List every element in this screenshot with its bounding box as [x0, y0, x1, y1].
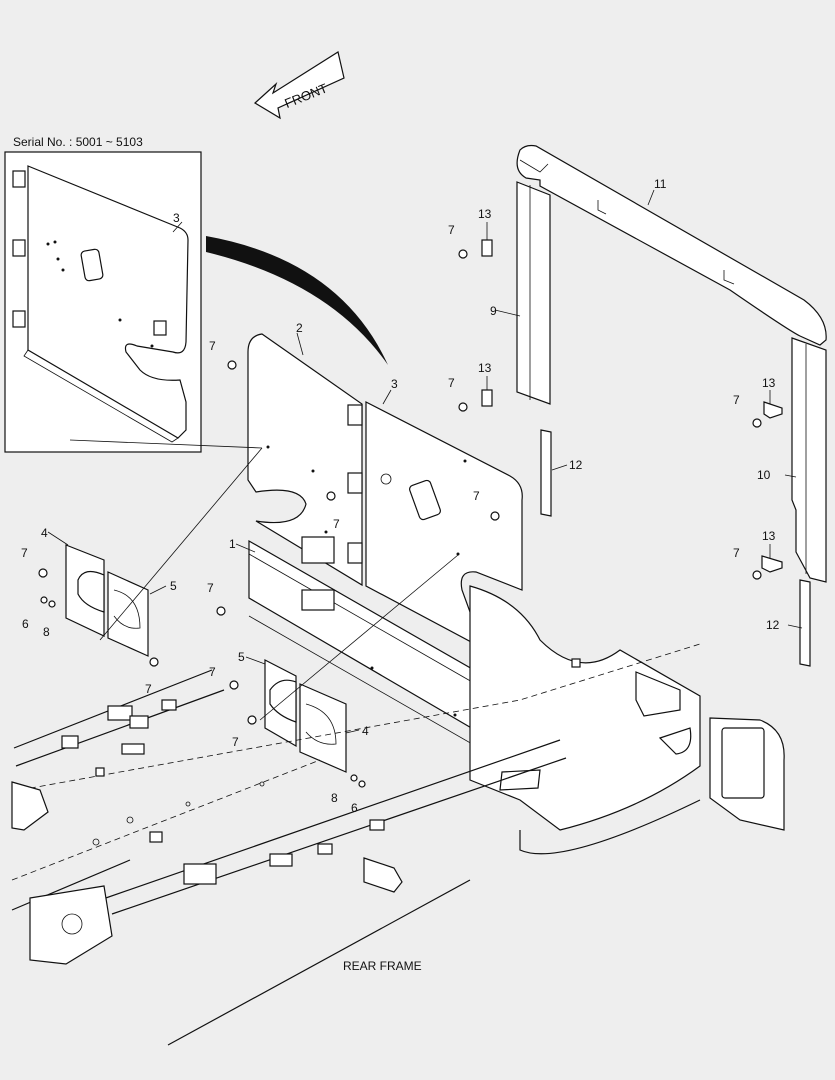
callout-7-c: 7: [473, 489, 480, 503]
callout-5-upper: 5: [170, 579, 177, 593]
callout-8-upper: 8: [43, 625, 50, 639]
panel-3: [347, 401, 523, 669]
callout-6-lower: 6: [351, 801, 358, 815]
callout-4-upper: 4: [41, 526, 48, 540]
rear-frame-label: REAR FRAME: [343, 959, 422, 973]
callout-9: 9: [490, 304, 497, 318]
callout-13-d: 13: [762, 529, 776, 543]
panel-2: [247, 333, 363, 587]
callout-7-h: 7: [21, 546, 28, 560]
callout-7-d: 7: [448, 223, 455, 237]
cushion-left-lower: [264, 659, 347, 773]
rubber-bar-10: [791, 337, 827, 583]
callout-11: 11: [654, 177, 667, 191]
callout-7-j: 7: [145, 682, 152, 696]
callout-1: 1: [229, 537, 236, 551]
callout-13-b: 13: [478, 361, 492, 375]
rubber-strip-12-upper: [540, 429, 552, 517]
callout-7-i: 7: [207, 581, 214, 595]
callout-10: 10: [757, 468, 771, 482]
bolts: [38, 249, 762, 788]
cushion-left-upper: [65, 544, 149, 657]
clips-13: [481, 239, 783, 573]
front-arrow: FRONT: [253, 51, 345, 120]
callout-6-upper: 6: [22, 617, 29, 631]
serial-inset: [4, 151, 202, 453]
callout-2: 2: [296, 321, 303, 335]
callout-4-lower: 4: [362, 724, 369, 738]
callout-3: 3: [391, 377, 398, 391]
serial-label: Serial No. : 5001 ~ 5103: [13, 135, 143, 149]
callout-12-lower: 12: [766, 618, 780, 632]
callout-7-f: 7: [733, 393, 740, 407]
callout-5-lower: 5: [238, 650, 245, 664]
callout-7-b: 7: [333, 517, 340, 531]
inset-pointer-arc: [206, 236, 388, 365]
callout-8-lower: 8: [331, 791, 338, 805]
callout-7-k: 7: [209, 665, 216, 679]
leader-lines: [47, 189, 803, 734]
callout-3-inset: 3: [173, 211, 180, 225]
callout-7-a: 7: [209, 339, 216, 353]
callout-7-e: 7: [448, 376, 455, 390]
callout-7-g: 7: [733, 546, 740, 560]
callout-12-upper: 12: [569, 458, 583, 472]
rubber-bar-9: [516, 181, 551, 405]
callout-13-c: 13: [762, 376, 776, 390]
callout-7-l: 7: [232, 735, 239, 749]
rear-frame: [469, 585, 785, 855]
rubber-bar-11: [516, 144, 827, 346]
callout-13-a: 13: [478, 207, 492, 221]
rubber-strip-12-lower: [799, 579, 811, 667]
chassis-rails: [11, 643, 701, 1046]
